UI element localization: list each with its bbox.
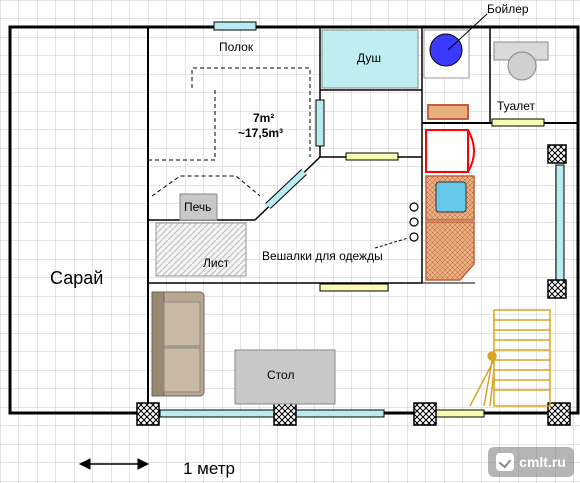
table-label: Стол (267, 368, 294, 382)
shed-label: Сарай (50, 268, 103, 288)
scale-arrow (78, 458, 150, 470)
boiler-icon (429, 33, 463, 67)
boiler-shelf (427, 104, 469, 120)
area-label: 7m² (253, 111, 274, 125)
corner-counter (425, 221, 475, 281)
stove-label: Печь (184, 200, 211, 214)
shower-label: Душ (357, 51, 381, 65)
volume-label: ~17,5m³ (238, 126, 283, 140)
hangers-label: Вешалки для одежды (262, 249, 383, 263)
hanger-hooks (409, 202, 419, 242)
shelf-label: Полок (219, 40, 254, 54)
diagonal-window (265, 169, 307, 209)
boiler-pointer (447, 13, 488, 51)
sink-basin (435, 181, 467, 213)
boiler-label: Бойлер (487, 2, 529, 16)
sheet-label: Лист (203, 256, 230, 270)
toilet-label: Туалет (497, 99, 535, 113)
toilet-bowl (507, 51, 537, 81)
shower-tray (321, 29, 419, 89)
watermark-text: cmlt.ru (519, 454, 566, 470)
scale-label: 1 метр (183, 459, 235, 478)
table-icon (234, 349, 336, 405)
corner-posts (136, 144, 571, 426)
fridge-icon (425, 129, 475, 173)
stairs-icon (469, 309, 551, 407)
hanger-pointer (374, 237, 409, 249)
doors (319, 118, 545, 418)
stove-icon (179, 193, 218, 221)
sofa-icon (151, 291, 205, 397)
stove-sheet (155, 222, 247, 277)
check-icon (496, 453, 515, 471)
watermark-badge: cmlt.ru (488, 447, 574, 477)
